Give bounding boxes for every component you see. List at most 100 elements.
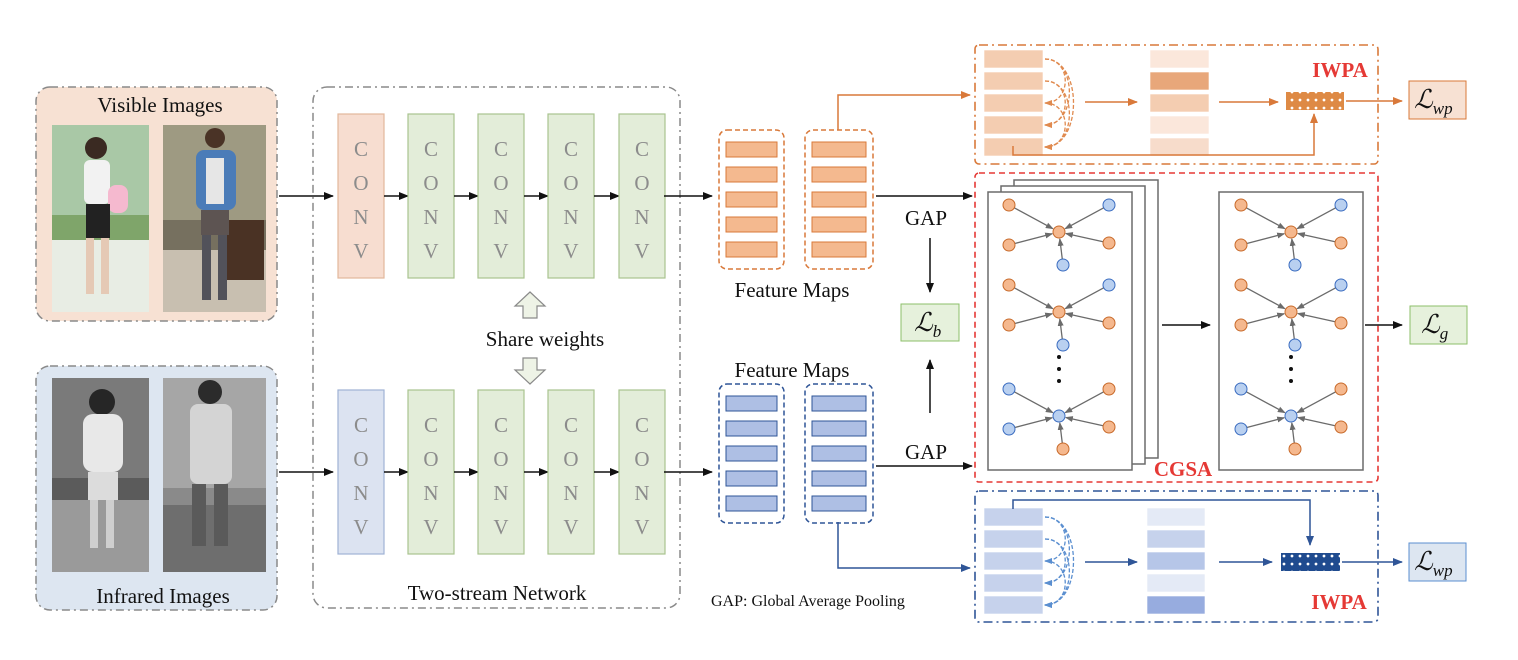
conv-letter: V — [634, 515, 649, 539]
visible-feature-stripe — [725, 241, 778, 258]
iwpa-top-attention-arc — [1044, 80, 1071, 150]
loss-wp-top-sub: wp — [1433, 99, 1453, 118]
graph-node — [1002, 198, 1016, 212]
share-weights-down-arrow-icon — [513, 357, 547, 385]
conv-letter: O — [353, 447, 368, 471]
iwpa-top-weighted-bar — [1149, 49, 1210, 69]
iwpa-top-part-bar — [983, 71, 1044, 91]
visible-feature-stripe — [811, 166, 867, 183]
graph-edge — [1246, 232, 1286, 245]
iwpa-bottom-weighted-bar — [1146, 595, 1206, 615]
svg-text:ℒwp: ℒwp — [1414, 85, 1453, 118]
loss-base-box: ℒb — [900, 303, 960, 342]
graph-node — [1334, 382, 1348, 396]
visible-feature-stripe — [725, 141, 778, 158]
iwpa-top-part-bar — [983, 49, 1044, 69]
graph-center-node — [1284, 409, 1298, 423]
graph-edge — [1296, 391, 1337, 414]
gap-top-label: GAP — [905, 206, 947, 230]
visible-feature-map-2 — [804, 129, 874, 270]
graph-ellipsis-dot — [1289, 379, 1293, 383]
svg-text:ℒg: ℒg — [1421, 310, 1448, 343]
conv-letter: N — [423, 205, 438, 229]
visible-feature-stripe — [725, 191, 778, 208]
conv-letter: N — [634, 481, 649, 505]
conv-letter: N — [493, 481, 508, 505]
iwpa-bottom-label: IWPA — [1311, 590, 1367, 614]
conv-letter: N — [563, 481, 578, 505]
visible-feature-stripe — [725, 216, 778, 233]
visible-photo-2 — [163, 125, 266, 312]
iwpa-top-weighted-bar — [1149, 115, 1210, 135]
graph-node — [1002, 278, 1016, 292]
iwpa-top-weighted-bar — [1149, 93, 1210, 113]
graph-edge — [1064, 287, 1105, 310]
iwpa-top-attention-arc — [1044, 58, 1071, 128]
graph-edge — [1014, 232, 1054, 245]
iwpa-top-attention-arcs — [1044, 58, 1074, 150]
graph-edge — [1013, 207, 1054, 230]
two-stream-network: Two-stream Network CONVCONVCONVCONVCONV … — [312, 86, 681, 609]
cgsa-label: CGSA — [1154, 457, 1213, 481]
iwpa-bottom-attention-arc — [1044, 560, 1066, 608]
conv-letter: O — [353, 171, 368, 195]
graph-node — [1288, 258, 1302, 272]
graph-node — [1288, 442, 1302, 456]
cgsa-input-graph — [1002, 198, 1116, 456]
graph-node — [1334, 420, 1348, 434]
iwpa-bottom-aggregated-feature — [1281, 553, 1340, 571]
graph-center-node — [1052, 225, 1066, 239]
infrared-feature-stripe — [811, 445, 867, 462]
iwpa-bottom-attention-arcs — [1044, 516, 1074, 608]
iwpa-bottom-part-bar — [983, 507, 1044, 527]
graph-node — [1002, 422, 1016, 436]
graph-node — [1002, 238, 1016, 252]
gap-legend: GAP: Global Average Pooling — [711, 593, 905, 610]
visible-feature-stripe — [811, 141, 867, 158]
graph-node — [1002, 318, 1016, 332]
iwpa-bottom-part-features — [983, 507, 1044, 615]
loss-global-box: ℒg — [1409, 305, 1468, 345]
graph-node — [1102, 278, 1116, 292]
loss-wp-bottom-symbol: ℒ — [1414, 547, 1434, 576]
conv-letter: C — [354, 137, 368, 161]
graph-node — [1002, 382, 1016, 396]
visible-feature-map-1 — [718, 129, 785, 270]
conv-letter: N — [353, 205, 368, 229]
iwpa-bottom-part-bar — [983, 529, 1044, 549]
network-title: Two-stream Network — [408, 581, 587, 605]
share-weights-label: Share weights — [486, 327, 604, 351]
visible-feature-stripe — [725, 166, 778, 183]
conv-letter: O — [634, 171, 649, 195]
iwpa-bottom-part-bar — [983, 573, 1044, 593]
visible-feature-stripe — [811, 191, 867, 208]
graph-center-node — [1052, 305, 1066, 319]
graph-edge — [1296, 416, 1336, 427]
infrared-photo-2 — [163, 378, 266, 572]
conv-letter: C — [635, 413, 649, 437]
infrared-feature-stripe — [725, 470, 778, 487]
graph-edge — [1057, 421, 1064, 444]
cgsa-output-graph — [1234, 198, 1348, 456]
loss-wp-top-box: ℒwp — [1408, 80, 1467, 120]
iwpa-bottom-attention-arc — [1044, 516, 1071, 586]
loss-wp-bottom-sub: wp — [1433, 561, 1453, 580]
conv-letter: N — [493, 205, 508, 229]
infrared-images-panel: Infrared Images — [35, 365, 278, 611]
loss-wp-top-symbol: ℒ — [1414, 85, 1434, 114]
infrared-feature-stripe — [811, 395, 867, 412]
graph-node — [1234, 318, 1248, 332]
conv-letter: C — [424, 413, 438, 437]
conv-letter: O — [563, 447, 578, 471]
graph-node — [1234, 422, 1248, 436]
graph-node — [1288, 338, 1302, 352]
iwpa-bottom-weighted-bar — [1146, 529, 1206, 549]
graph-node — [1056, 442, 1070, 456]
graph-edge — [1296, 312, 1336, 323]
graph-node — [1234, 238, 1248, 252]
iwpa-bottom-module: IWPA — [974, 490, 1379, 623]
graph-ellipsis-dot — [1057, 367, 1061, 371]
